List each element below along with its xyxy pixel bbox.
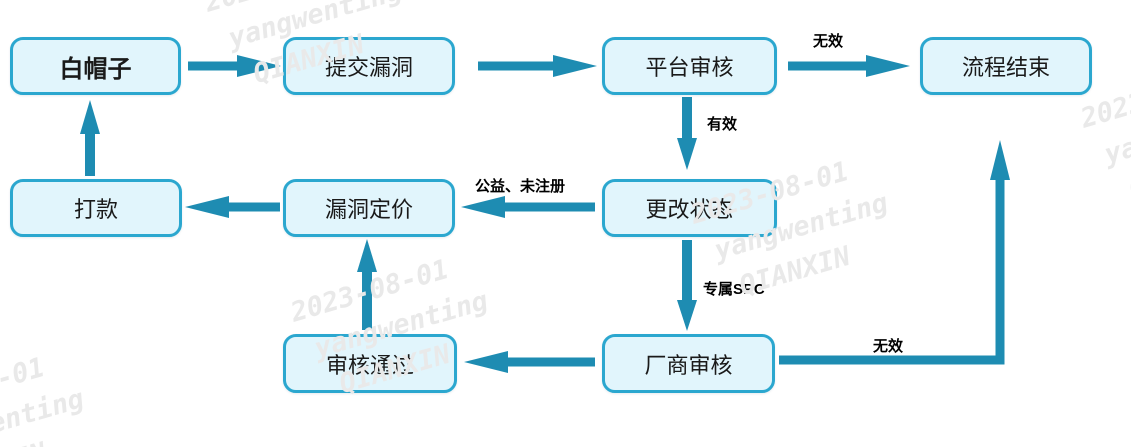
arrow-vendor-to-passed [464, 351, 595, 373]
arrow-whitehat-to-submit [188, 55, 281, 77]
edge-label-valid: 有效 [707, 116, 738, 133]
node-payment[interactable]: 打款 [10, 179, 182, 237]
node-change-status[interactable]: 更改状态 [602, 179, 777, 237]
arrow-passed-to-pricing [357, 239, 377, 330]
node-vulnerability-pricing[interactable]: 漏洞定价 [283, 179, 455, 237]
arrow-submit-to-platform [478, 55, 597, 77]
arrow-head-icon [464, 351, 508, 373]
arrow-head-icon [185, 196, 229, 218]
edge-label-invalid-bottom: 无效 [873, 338, 904, 355]
arrow-head-icon [357, 239, 377, 272]
node-submit-vulnerability[interactable]: 提交漏洞 [283, 37, 455, 95]
edge-label-exclusive-src: 专属SRC [703, 281, 765, 298]
node-process-end[interactable]: 流程结束 [920, 37, 1092, 95]
edge-label-public-unregistered: 公益、未注册 [475, 178, 566, 195]
arrow-head-icon [461, 196, 505, 218]
arrow-status-to-vendor [677, 240, 697, 331]
arrow-shaft [779, 178, 1005, 365]
arrow-head-icon [80, 100, 100, 134]
arrow-head-icon [237, 55, 281, 77]
arrow-pricing-to-payment [185, 196, 280, 218]
arrow-head-icon [553, 55, 597, 77]
node-platform-review[interactable]: 平台审核 [602, 37, 777, 95]
arrow-payment-to-whitehat [80, 100, 100, 176]
arrow-head-icon [990, 140, 1010, 180]
arrow-platform-to-status [677, 97, 697, 170]
arrow-head-icon [866, 55, 910, 77]
arrow-status-to-pricing [461, 196, 595, 218]
node-review-passed[interactable]: 审核通过 [283, 334, 457, 393]
node-white-hat[interactable]: 白帽子 [10, 37, 181, 95]
edge-label-invalid-top: 无效 [813, 33, 844, 50]
node-vendor-review[interactable]: 厂商审核 [602, 334, 775, 393]
arrow-vendor-to-end-elbow [779, 140, 1010, 365]
arrow-platform-to-end [788, 55, 910, 77]
arrow-head-icon [677, 300, 697, 331]
arrow-head-icon [677, 138, 697, 170]
